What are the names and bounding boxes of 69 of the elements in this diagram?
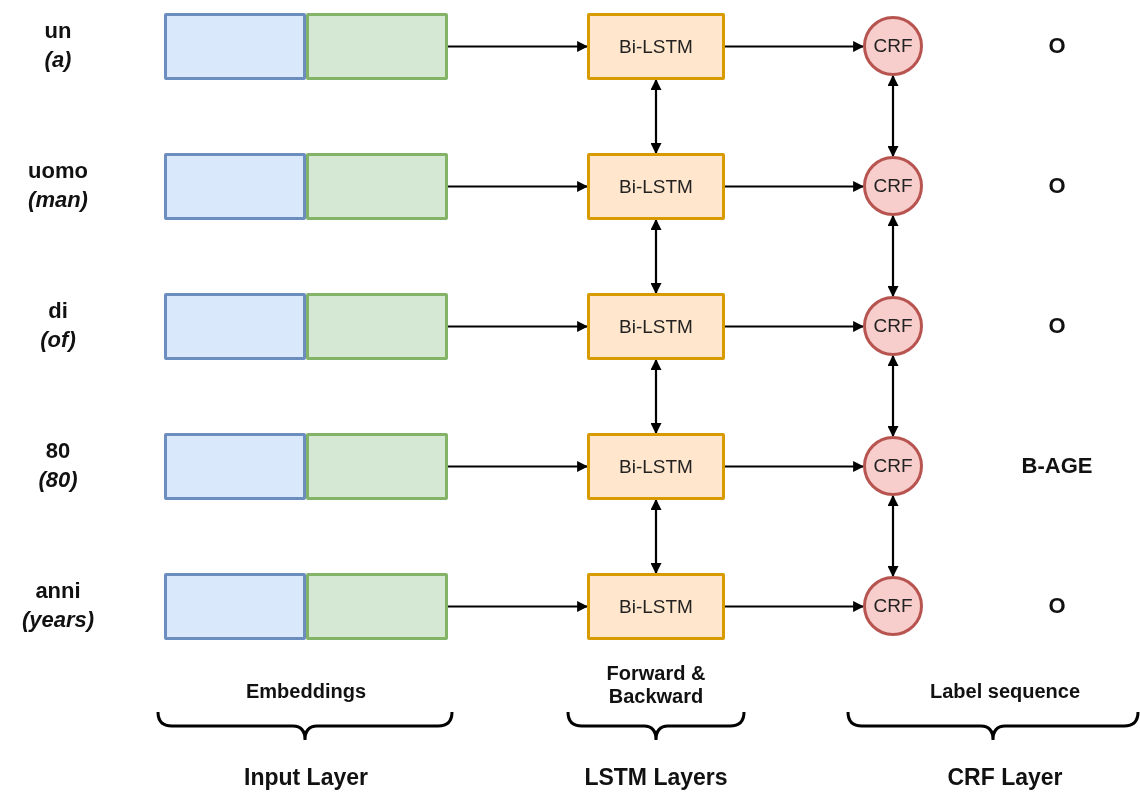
text-label: CRF Layer: [947, 764, 1063, 791]
bilstm-box: [587, 153, 725, 220]
arrow: [887, 354, 899, 438]
text-label: O: [1048, 173, 1066, 199]
embedding-box: [306, 153, 448, 220]
bilstm-box: [587, 293, 725, 360]
bilstm-box: [587, 433, 725, 500]
text-label: Embeddings: [246, 680, 366, 703]
arrow: [725, 601, 865, 612]
bilstm-box: [587, 573, 725, 640]
embedding-box: [306, 433, 448, 500]
text-label: (80): [38, 467, 78, 493]
node-label: CRF: [873, 455, 913, 477]
node-label: CRF: [873, 595, 913, 617]
embedding-box: [164, 573, 306, 640]
text-label: di: [48, 298, 68, 324]
arrow: [650, 358, 662, 435]
arrow: [650, 218, 662, 295]
text-label: (a): [44, 47, 72, 73]
text-label: (years): [21, 607, 95, 633]
text-label: Forward & Backward: [605, 662, 707, 708]
embedding-box: [164, 433, 306, 500]
arrow: [448, 181, 589, 192]
crf-circle: [863, 156, 923, 216]
text-label: LSTM Layers: [584, 764, 728, 791]
text-label: O: [1048, 313, 1066, 339]
arrow: [725, 181, 865, 192]
arrow: [887, 494, 899, 578]
text-label: O: [1048, 33, 1066, 59]
text-label: (of): [40, 327, 76, 353]
node-label: Bi-LSTM: [619, 595, 693, 618]
node-label: CRF: [873, 35, 913, 57]
text-label: uomo: [28, 158, 88, 184]
embedding-box: [164, 293, 306, 360]
arrow: [650, 498, 662, 575]
text-label: O: [1048, 593, 1066, 619]
node-label: Bi-LSTM: [619, 315, 693, 338]
arrow: [448, 321, 589, 332]
arrow: [725, 321, 865, 332]
crf-circle: [863, 576, 923, 636]
arrow: [650, 78, 662, 155]
arrow: [725, 461, 865, 472]
arrow: [448, 601, 589, 612]
node-label: Bi-LSTM: [619, 35, 693, 58]
text-label: anni: [35, 578, 81, 604]
arrow: [448, 461, 589, 472]
embedding-box: [306, 293, 448, 360]
arrow: [725, 41, 865, 52]
crf-circle: [863, 16, 923, 76]
bilstm-box: [587, 13, 725, 80]
arrow: [887, 74, 899, 158]
embedding-box: [164, 13, 306, 80]
crf-circle: [863, 436, 923, 496]
text-label: Label sequence: [929, 680, 1081, 703]
embedding-box: [306, 13, 448, 80]
node-label: CRF: [873, 175, 913, 197]
node-label: CRF: [873, 315, 913, 337]
text-label: (man): [28, 187, 88, 213]
embedding-box: [164, 153, 306, 220]
text-label: B-AGE: [1021, 453, 1093, 479]
text-label: 80: [45, 438, 71, 464]
crf-circle: [863, 296, 923, 356]
embedding-box: [306, 573, 448, 640]
arrow: [887, 214, 899, 298]
text-label: Input Layer: [244, 764, 368, 791]
text-label: un: [44, 18, 72, 44]
arrow: [448, 41, 589, 52]
node-label: Bi-LSTM: [619, 455, 693, 478]
node-label: Bi-LSTM: [619, 175, 693, 198]
